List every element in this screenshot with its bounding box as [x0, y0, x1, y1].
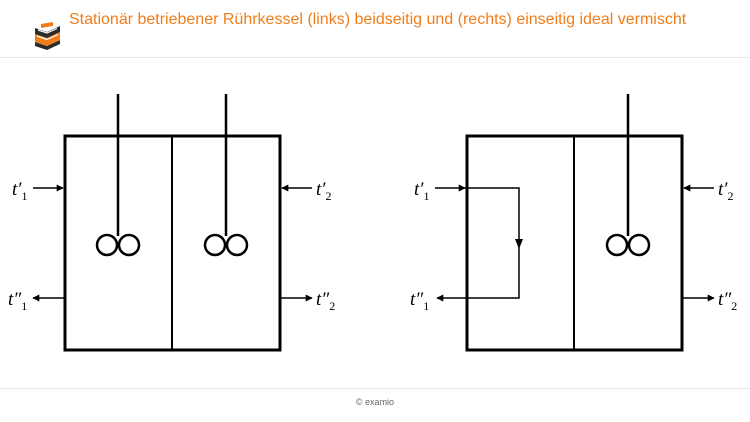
outlet-temp-1-label: t″1 — [410, 289, 429, 313]
inlet-temp-2-label: t′2 — [316, 179, 331, 203]
page-title: Stationär betriebener Rührkessel (links)… — [69, 11, 687, 28]
footer-divider — [0, 388, 750, 389]
outlet-temp-2-label: t″2 — [718, 289, 737, 313]
inlet-temp-1-label: t′1 — [12, 179, 27, 203]
plug-flow-path — [435, 184, 523, 302]
inlet-temp-1-label: t′1 — [414, 179, 429, 203]
outlet-temp-2-label: t″2 — [316, 289, 335, 313]
stirrer-impeller-icon — [203, 233, 249, 257]
inlet-temp-2-label: t′2 — [718, 179, 733, 203]
stirrer-impeller-icon — [605, 233, 651, 257]
book-logo-icon — [35, 22, 60, 50]
footer-copyright: © examio — [355, 397, 395, 407]
tank-one-side-mixed: t′1 t′2 t″1 t″2 — [410, 94, 737, 352]
stirrer-impeller-icon — [95, 233, 141, 257]
stirred-tank-diagrams: t′1 t′2 t″1 t″2 t′1 t′2 t″1 t″2 — [8, 94, 737, 352]
outlet-temp-1-label: t″1 — [8, 289, 27, 313]
tank-both-sides-mixed: t′1 t′2 t″1 t″2 — [8, 94, 335, 352]
header: Stationär betriebener Rührkessel (links)… — [0, 0, 750, 58]
